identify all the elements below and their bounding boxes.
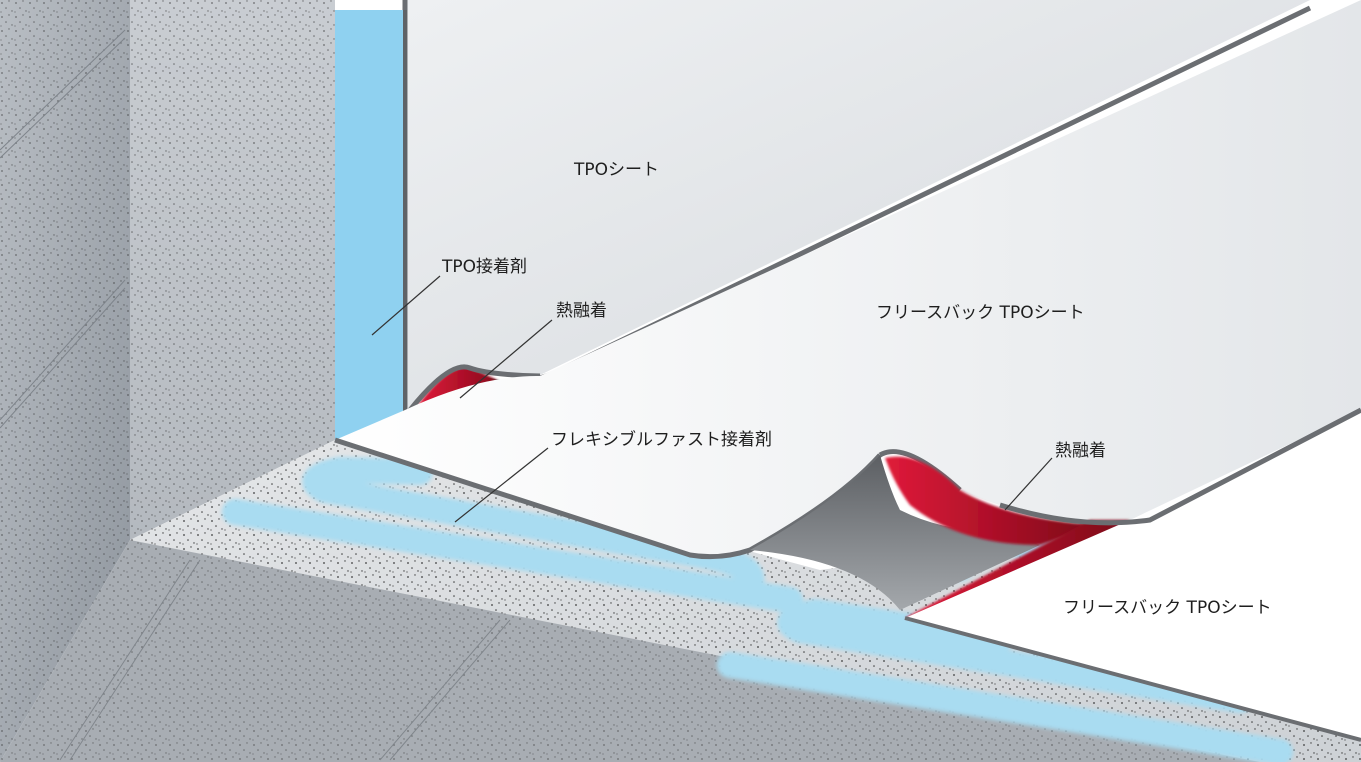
label-fleece-sheet-lower: フリースバック TPOシート [1063,598,1272,618]
leader-heat-weld-lower [1004,457,1053,511]
leader-tpo-adhesive [371,275,441,336]
concrete-wall-left [0,0,130,762]
label-heat-weld-upper: 熱融着 [556,301,607,321]
leader-flexible-adhesive [454,447,549,523]
tpo-adhesive-strip [335,10,407,440]
label-heat-weld-lower: 熱融着 [1055,441,1106,461]
label-tpo-adhesive: TPO接着剤 [441,257,527,277]
leader-lines [371,275,1053,523]
label-fleece-sheet-upper: フリースバック TPOシート [876,303,1085,323]
label-tpo-sheet: TPOシート [573,160,659,180]
label-flexible-fast-adhesive: フレキシブルファスト接着剤 [551,429,772,450]
fleece-sheet-curl [750,455,1100,610]
concrete-wall-back [130,0,335,540]
fleece-sheet-lower [904,407,1361,742]
leader-heat-weld-upper [459,319,553,399]
